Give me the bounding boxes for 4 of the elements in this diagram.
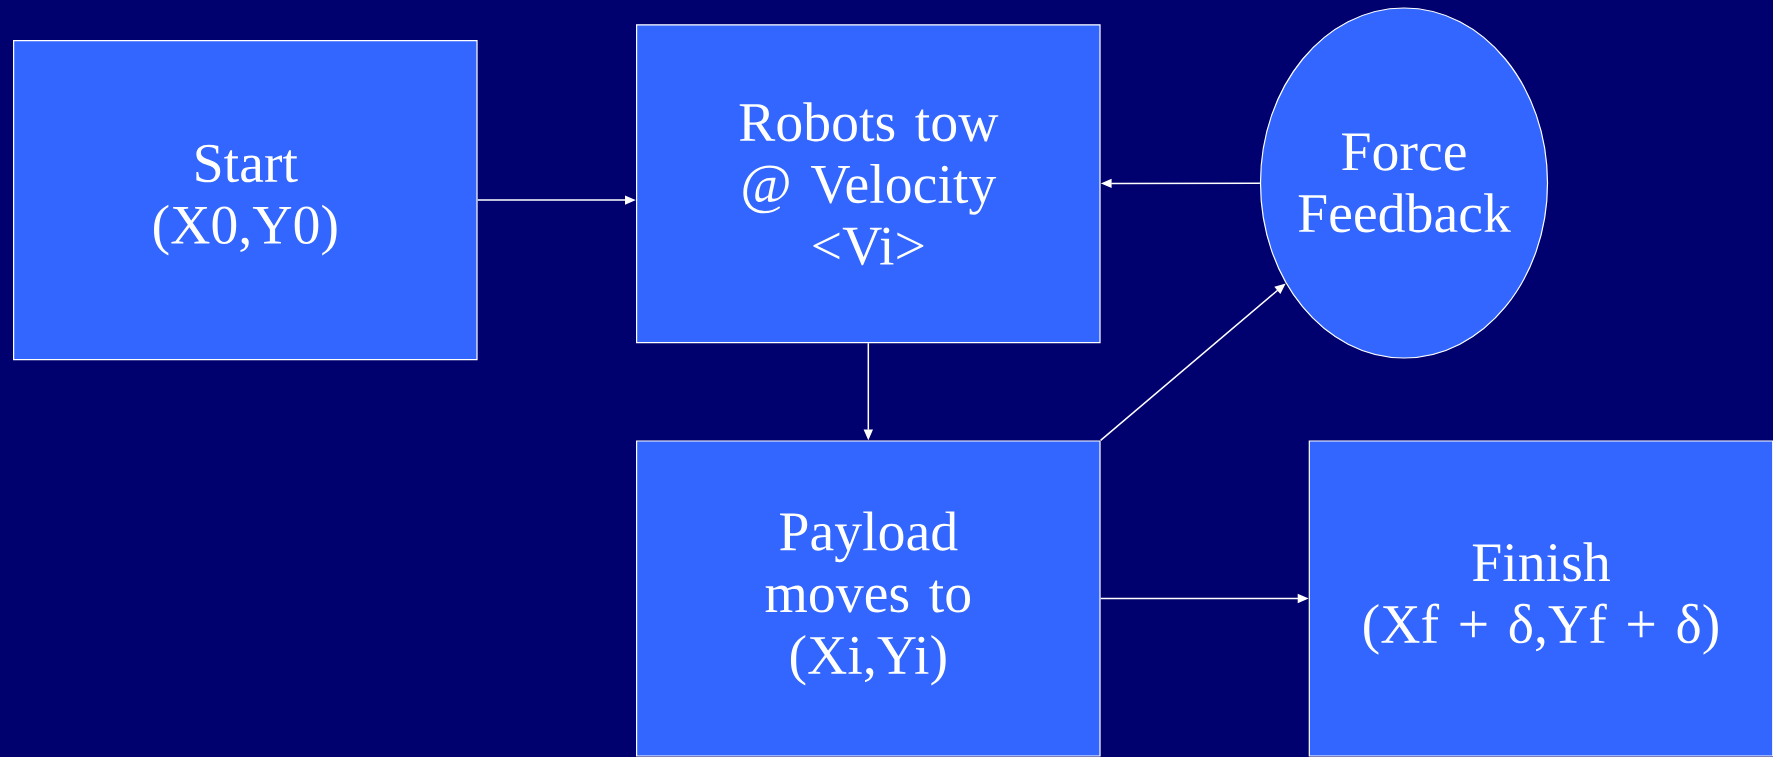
process-box: Payload moves to (Xi,Yi) [636, 440, 1101, 757]
process-box: Start (X0,Y0) [13, 40, 478, 361]
process-box: Finish (Xf + δ,Yf + δ) [1308, 440, 1773, 757]
process-box: Robots tow @ Velocity <Vi> [636, 24, 1101, 344]
